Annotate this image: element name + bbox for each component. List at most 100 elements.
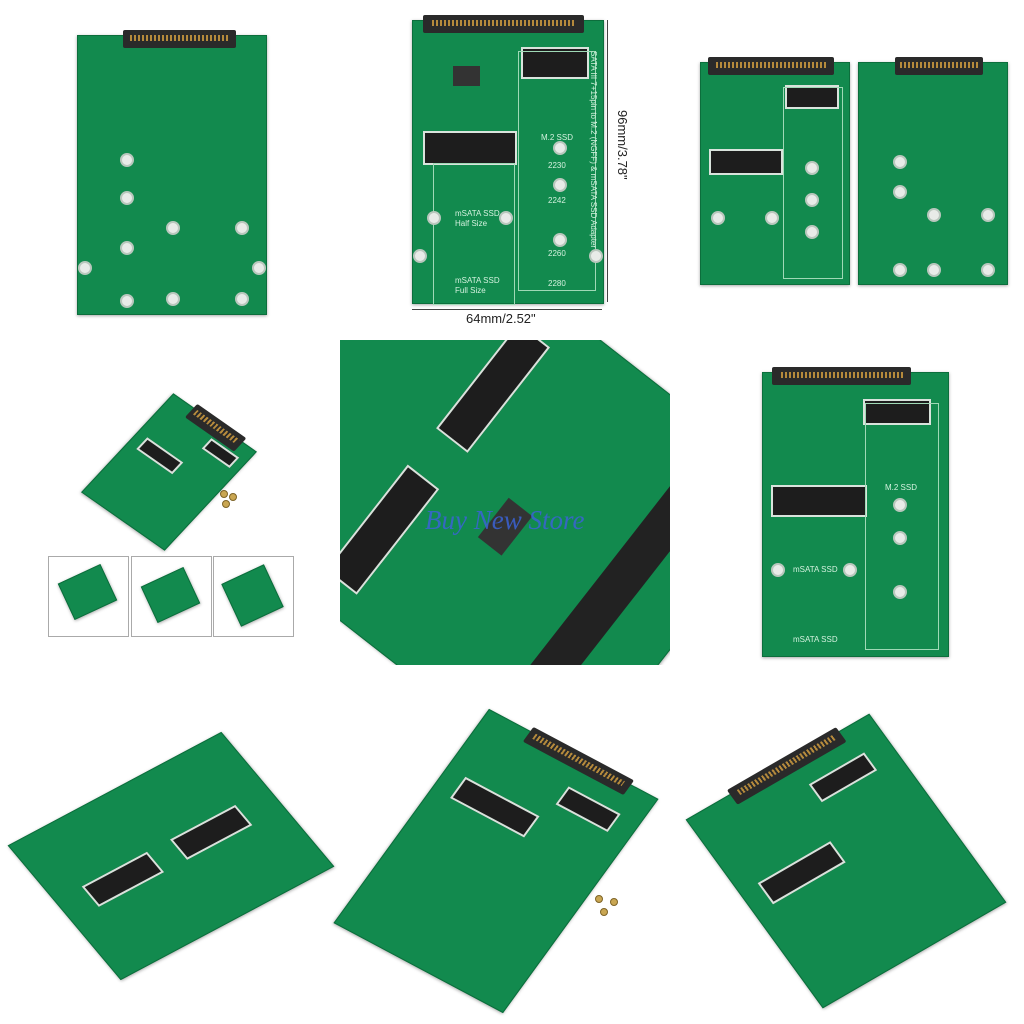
sata-connector: [422, 15, 584, 33]
full-size-label: Full Size: [455, 286, 486, 295]
mount-hole: [981, 263, 995, 277]
size-label: 2260: [548, 249, 566, 258]
mount-hole: [120, 294, 134, 308]
msata-outline: [433, 163, 515, 305]
m2-slot: [808, 752, 878, 803]
m2-outline: [518, 51, 596, 291]
thumbnail-board: [221, 564, 284, 627]
msata-slot: [757, 841, 846, 905]
screw: [595, 895, 603, 903]
screw: [610, 898, 618, 906]
mount-hole: [771, 563, 785, 577]
mount-hole: [893, 498, 907, 512]
sata-connector: [522, 726, 634, 795]
size-label: 2242: [548, 196, 566, 205]
half-size-label: Half Size: [455, 219, 488, 228]
adapter-board-back: [77, 30, 267, 315]
mount-hole: [120, 153, 134, 167]
mount-hole: [805, 193, 819, 207]
mount-hole: [927, 263, 941, 277]
adapter-board-front: M.2 SSD 2230 2242 2260 2280 mSATA SSD Ha…: [412, 15, 604, 305]
thumbnail-3[interactable]: [213, 556, 294, 637]
mount-hole: [589, 249, 603, 263]
width-dimension-line: [412, 309, 602, 310]
adapter-board-back-small: [858, 57, 1008, 285]
mount-hole: [427, 211, 441, 225]
adapter-board-front-small: [700, 57, 850, 285]
board-title: SATA III 7+15pin to M.2 (NGFF) & mSATA S…: [589, 51, 598, 249]
mount-hole: [893, 263, 907, 277]
width-dimension-label: 64mm/2.52": [466, 311, 536, 326]
closeup-photo: [340, 340, 670, 665]
watermark: Buy New Store: [425, 505, 585, 535]
mount-hole: [78, 261, 92, 275]
mount-hole: [981, 208, 995, 222]
msata-half-label: mSATA SSD: [793, 565, 838, 574]
mount-hole: [927, 208, 941, 222]
msata-half-label: mSATA SSD: [455, 209, 500, 218]
m2-slot: [521, 47, 589, 79]
size-label: 2280: [548, 279, 566, 288]
m2-outline: [865, 403, 939, 650]
mount-hole: [805, 161, 819, 175]
mount-hole: [893, 185, 907, 199]
mount-hole: [893, 531, 907, 545]
thumbnail-board: [140, 566, 201, 624]
mount-hole: [235, 221, 249, 235]
mount-hole: [120, 191, 134, 205]
screw: [222, 500, 230, 508]
msata-slot: [449, 776, 540, 838]
m2-slot: [555, 786, 621, 833]
msata-slot: [771, 485, 867, 517]
regulator-chip: [453, 66, 480, 86]
mount-hole: [120, 241, 134, 255]
mount-hole: [499, 211, 513, 225]
mount-hole: [553, 178, 567, 192]
adapter-board-angled-right: [685, 713, 1007, 1009]
mount-hole: [252, 261, 266, 275]
mount-hole: [166, 292, 180, 306]
screw: [229, 493, 237, 501]
mount-hole: [413, 249, 427, 263]
mount-hole: [166, 221, 180, 235]
m2-outline: [783, 87, 843, 279]
mount-hole: [711, 211, 725, 225]
msata-full-label: mSATA SSD: [793, 635, 838, 644]
mount-hole: [843, 563, 857, 577]
mount-hole: [765, 211, 779, 225]
sata-connector: [894, 57, 984, 75]
msata-slot: [423, 131, 517, 165]
sata-connector: [708, 57, 835, 75]
height-dimension-line: [607, 20, 608, 302]
mount-hole: [805, 225, 819, 239]
thumbnail-1[interactable]: [48, 556, 129, 637]
msata-slot: [169, 804, 253, 860]
m2-slot: [785, 85, 839, 109]
msata-full-label: mSATA SSD: [455, 276, 500, 285]
screw: [600, 908, 608, 916]
m2-label: M.2 SSD: [541, 133, 574, 142]
sata-connector: [772, 367, 911, 385]
m2-slot: [81, 851, 165, 907]
mount-hole: [553, 141, 567, 155]
adapter-board-angled: [81, 393, 257, 551]
adapter-board-angled-left: [7, 731, 335, 981]
adapter-board-angled-center: [333, 708, 659, 1014]
m2-label: M.2 SSD: [885, 483, 918, 492]
sata-connector: [504, 461, 670, 665]
size-label: 2230: [548, 161, 566, 170]
sata-connector: [123, 30, 236, 48]
mount-hole: [893, 155, 907, 169]
thumbnail-board: [57, 563, 118, 621]
screw: [220, 490, 228, 498]
adapter-board-front-2: M.2 SSD mSATA SSD mSATA SSD: [762, 367, 949, 657]
msata-slot: [709, 149, 783, 175]
closeup-board: [340, 340, 670, 665]
mount-hole: [893, 585, 907, 599]
msata-slot: [436, 340, 551, 453]
mount-hole: [553, 233, 567, 247]
mount-hole: [235, 292, 249, 306]
msata-slot: [136, 437, 184, 475]
thumbnail-2[interactable]: [131, 556, 212, 637]
height-dimension-label: 96mm/3.78": [615, 110, 630, 180]
